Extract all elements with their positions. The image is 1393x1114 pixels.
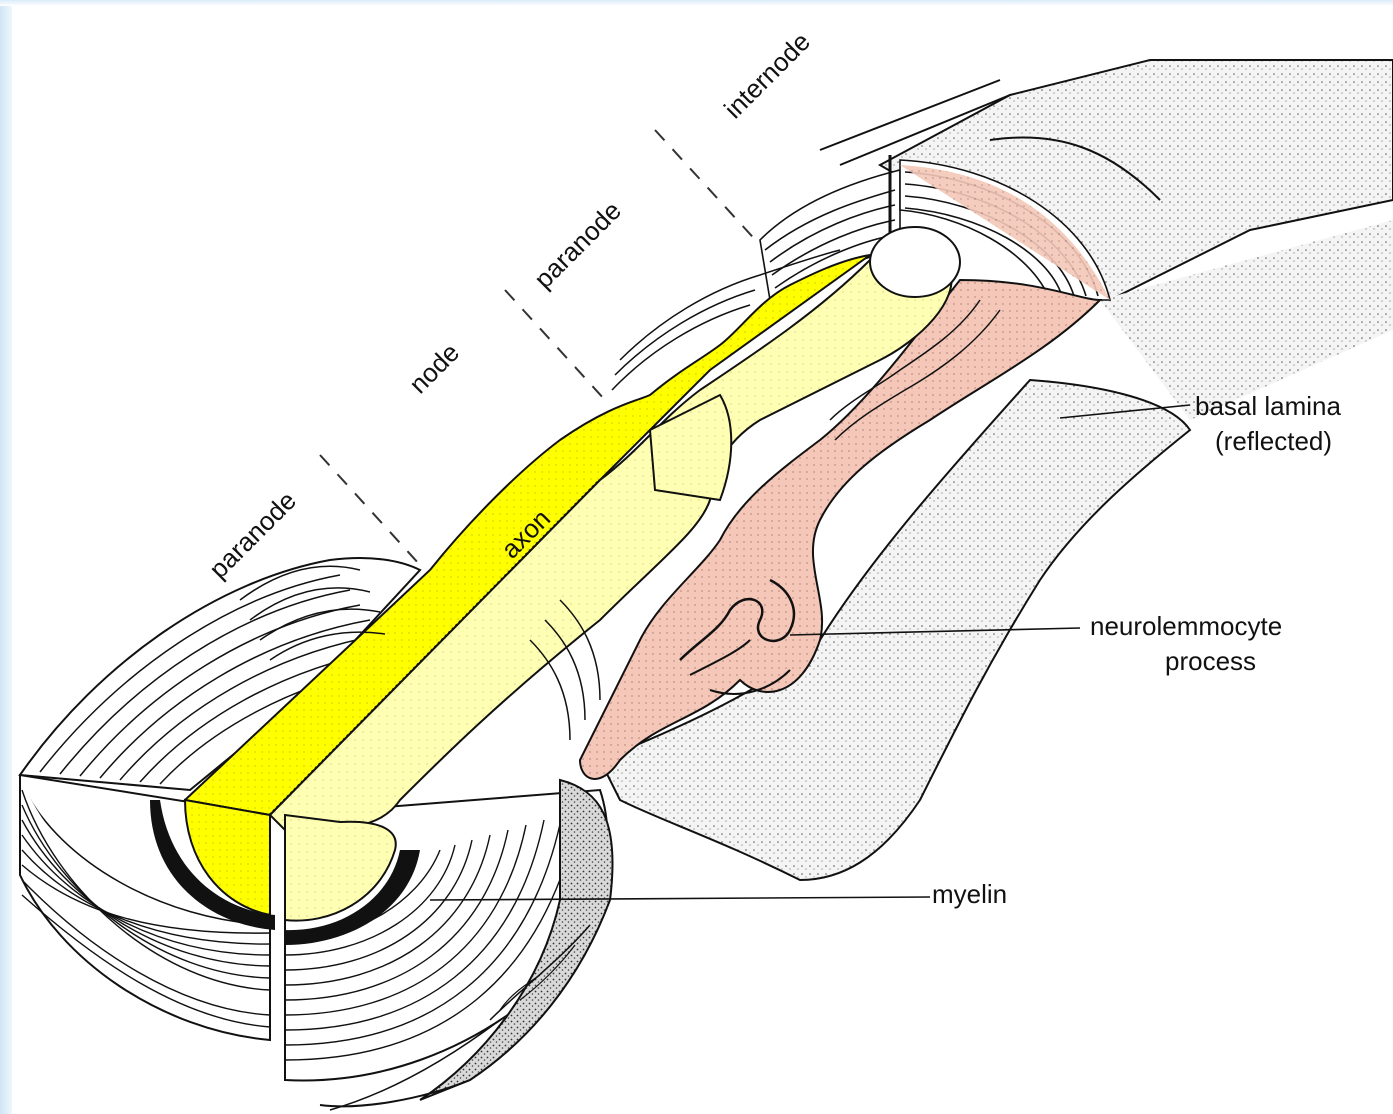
label-paranode-left: paranode: [203, 485, 302, 584]
label-basal-lamina-sub: (reflected): [1215, 426, 1332, 456]
label-node: node: [403, 337, 465, 399]
label-basal-lamina: basal lamina: [1195, 391, 1342, 421]
label-myelin: myelin: [932, 879, 1007, 909]
label-internode: internode: [718, 26, 816, 124]
label-paranode-top: paranode: [528, 195, 627, 294]
label-neurolemmocyte: neurolemmocyte: [1090, 611, 1282, 641]
label-neurolemmocyte-sub: process: [1165, 646, 1256, 676]
